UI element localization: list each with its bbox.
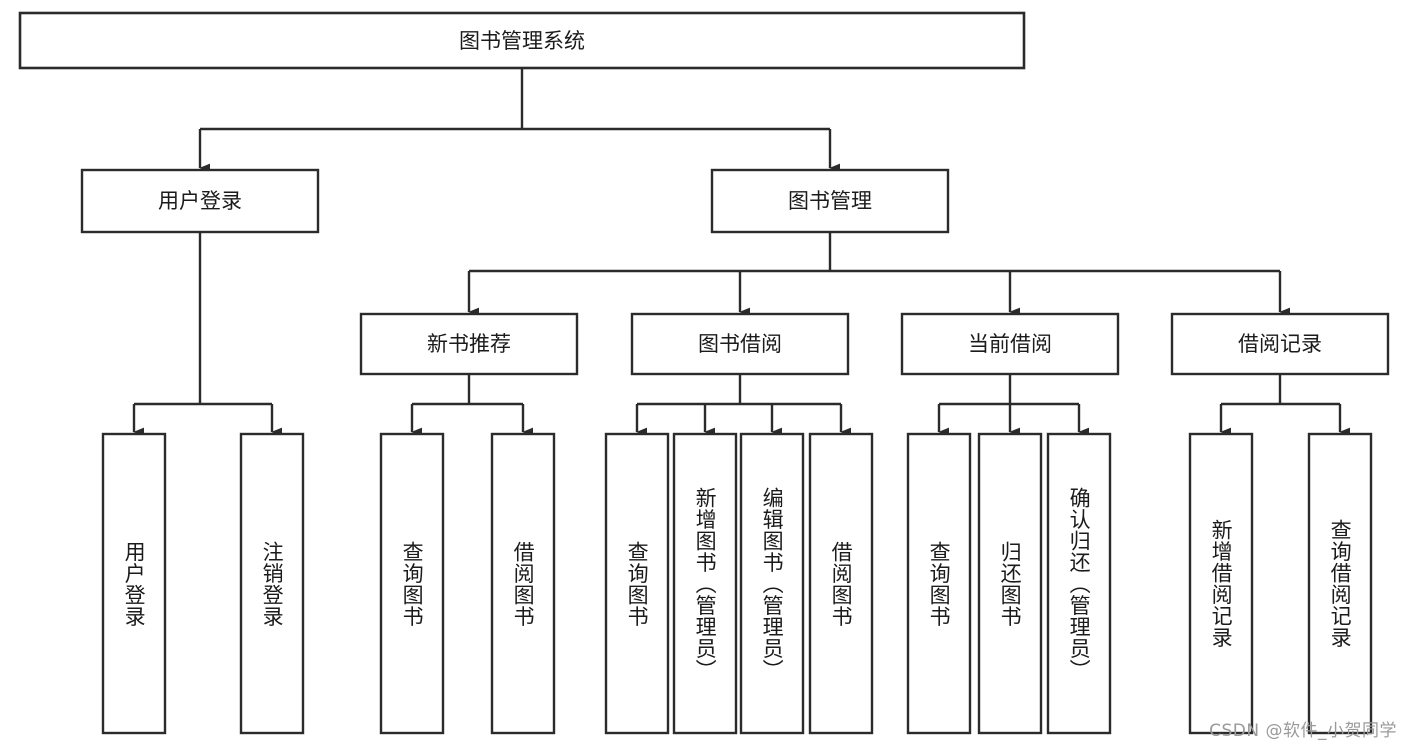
node-book-management-label: 图书管理 (788, 189, 872, 213)
node-book-management-box[interactable] (710, 168, 950, 234)
node-user-login-label: 用户登录 (158, 189, 242, 213)
leaf-label-new-book-query: 查询图书 (400, 540, 425, 627)
leaf-label-book-borrow-add: 新增图书（管理员） (693, 486, 718, 681)
node-current-borrow-box[interactable] (900, 312, 1120, 376)
leaf-label-book-borrow-query: 查询图书 (625, 540, 650, 627)
leaf-box-borrow-record-query[interactable] (1307, 432, 1373, 735)
node-book-borrow-box[interactable] (630, 312, 850, 376)
leaf-box-current-borrow-return[interactable] (977, 432, 1043, 735)
leaf-box-book-borrow-borrow[interactable] (808, 432, 874, 735)
node-current-borrow[interactable]: 当前借阅 (900, 312, 1120, 376)
connector-group-user-login-to-leaves (132, 232, 283, 437)
leaf-node-current-borrow-query[interactable]: 查询图书 (906, 432, 972, 735)
leaf-node-user-login-logout[interactable]: 注销登录 (239, 432, 305, 735)
leaf-label-borrow-record-add: 新增借阅记录 (1209, 519, 1234, 648)
node-new-book-recommend-box[interactable] (359, 312, 579, 376)
node-root-book-management-system[interactable]: 图书管理系统 (18, 11, 1026, 70)
leaf-label-current-borrow-query: 查询图书 (927, 540, 952, 627)
leaf-box-book-borrow-add[interactable] (672, 432, 738, 735)
leaf-box-book-borrow-edit[interactable] (739, 432, 805, 735)
connector-group-current-borrow-to-leaves (937, 374, 1090, 437)
connector-group-book-borrow-to-leaves (635, 374, 852, 437)
node-root-label: 图书管理系统 (459, 29, 585, 53)
node-new-book-recommend[interactable]: 新书推荐 (359, 312, 579, 376)
leaf-node-user-login-login[interactable]: 用户登录 (101, 432, 167, 735)
node-book-management[interactable]: 图书管理 (710, 168, 950, 234)
node-book-borrow[interactable]: 图书借阅 (630, 312, 850, 376)
leaf-label-book-borrow-borrow: 借阅图书 (829, 540, 854, 627)
node-new-book-recommend-label: 新书推荐 (427, 332, 511, 356)
leaf-node-new-book-borrow[interactable]: 借阅图书 (490, 432, 556, 735)
connector-group-new-book-to-leaves (410, 374, 534, 437)
leaf-label-current-borrow-return: 归还图书 (998, 540, 1023, 627)
leaf-node-book-borrow-borrow[interactable]: 借阅图书 (808, 432, 874, 735)
leaf-node-book-borrow-edit[interactable]: 编辑图书（管理员） (739, 432, 805, 735)
connector-group-book-manage-to-level3 (467, 232, 1291, 317)
node-user-login[interactable]: 用户登录 (80, 168, 320, 234)
leaf-box-book-borrow-query[interactable] (604, 432, 670, 735)
leaf-node-book-borrow-add[interactable]: 新增图书（管理员） (672, 432, 738, 735)
leaf-node-current-borrow-return[interactable]: 归还图书 (977, 432, 1043, 735)
leaf-label-book-borrow-edit: 编辑图书（管理员） (760, 486, 785, 681)
leaf-node-borrow-record-add[interactable]: 新增借阅记录 (1188, 432, 1254, 735)
leaf-box-new-book-borrow[interactable] (490, 432, 556, 735)
node-borrow-record-box[interactable] (1170, 312, 1390, 376)
node-borrow-record[interactable]: 借阅记录 (1170, 312, 1390, 376)
leaf-label-user-login-logout: 注销登录 (260, 540, 285, 627)
leaf-box-current-borrow-confirm[interactable] (1046, 432, 1112, 735)
leaf-label-new-book-borrow: 借阅图书 (511, 540, 536, 627)
leaf-box-new-book-query[interactable] (379, 432, 445, 735)
connector-group-borrow-record-to-leaves (1219, 374, 1351, 437)
leaf-box-borrow-record-add[interactable] (1188, 432, 1254, 735)
leaf-label-user-login-login: 用户登录 (122, 540, 147, 627)
node-borrow-record-label: 借阅记录 (1238, 332, 1322, 356)
leaf-box-user-login-login[interactable] (101, 432, 167, 735)
leaf-label-current-borrow-confirm: 确认归还（管理员） (1067, 486, 1092, 681)
leaf-label-borrow-record-query: 查询借阅记录 (1328, 519, 1353, 648)
node-book-borrow-label: 图书借阅 (698, 332, 782, 356)
leaf-box-current-borrow-query[interactable] (906, 432, 972, 735)
node-user-login-box[interactable] (80, 168, 320, 234)
leaf-node-new-book-query[interactable]: 查询图书 (379, 432, 445, 735)
leaf-node-book-borrow-query[interactable]: 查询图书 (604, 432, 670, 735)
leaf-node-borrow-record-query[interactable]: 查询借阅记录 (1307, 432, 1373, 735)
leaf-node-current-borrow-confirm[interactable]: 确认归还（管理员） (1046, 432, 1112, 735)
leaf-box-user-login-logout[interactable] (239, 432, 305, 735)
node-current-borrow-label: 当前借阅 (968, 332, 1052, 356)
connector-group-root-to-level2 (198, 68, 841, 173)
node-root-box[interactable] (18, 11, 1026, 70)
